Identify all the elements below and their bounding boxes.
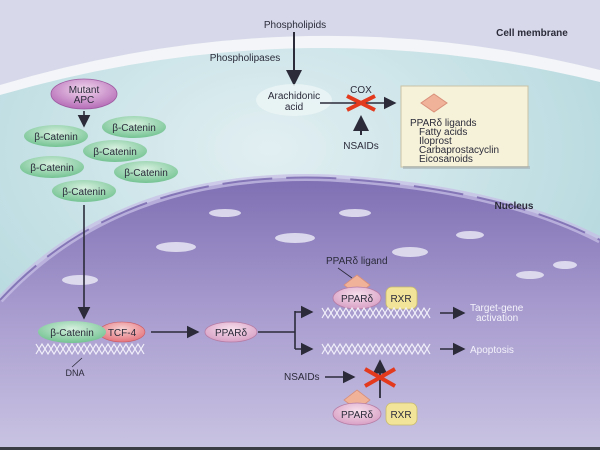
nsaids-label-nucleus: NSAIDs [284,372,320,383]
dna-strand [321,306,431,320]
beta-catenin-label: β-Catenin [30,163,74,174]
beta-catenin-label: β-Catenin [112,123,156,134]
dna-label: DNA [65,368,84,378]
phospholipids-label: Phospholipids [264,20,326,31]
ligand-box-title: PPARδ ligands [410,118,477,129]
beta-catenin-label: β-Catenin [34,132,78,143]
cox-inhibition-x-icon [346,94,376,112]
ppard-label: PPARδ [215,328,247,339]
dna-pointer-line [71,357,83,368]
dna-strand [321,342,431,356]
beta-catenin-cluster: β-Catenin β-Catenin β-Catenin β-Catenin … [20,116,178,202]
nucleus-label: Nucleus [495,201,534,212]
dna-helix [35,342,145,356]
arachidonic-acid-label-line1: Arachidonic [268,91,320,102]
beta-catenin-node [83,140,147,162]
complex-top-rxr-label: RXR [390,294,411,305]
ppard-ligand-pointer [337,267,353,279]
complex-bottom-ppard-node [332,402,382,426]
arachidonic-acid-glow [256,84,332,116]
apoptosis-label: Apoptosis [470,345,514,356]
beta-catenin-node [52,180,116,202]
dna-helix-target [321,306,431,320]
dna-helix-apoptosis [321,342,431,356]
ligand-box-shadow [403,166,530,169]
beta-catenin-label: β-Catenin [124,168,168,179]
nucleus-inhibition-x-icon [364,367,396,388]
ligand-item: Iloprost [419,136,452,147]
nsaids-label-top: NSAIDs [343,141,379,152]
ligand-item: Fatty acids [419,127,467,138]
nuclear-pores [0,176,600,301]
complex-top-rxr-node [385,286,418,310]
beta-catenin-node [114,161,178,183]
beta-catenin-node [24,125,88,147]
beta-catenin-label: β-Catenin [62,187,106,198]
target-gene-label-line2: activation [476,313,518,324]
ppard-node [204,321,258,343]
tcf4-label: TCF-4 [108,328,137,339]
dna-strand [35,342,145,356]
dna-strand [321,342,431,356]
ligand-diamond-icon [420,93,448,113]
complex-top-ppard-label: PPARδ [341,294,373,305]
dna-strand [321,306,431,320]
nucleus-beta-catenin-label: β-Catenin [50,328,94,339]
cox-label: COX [350,85,372,96]
dna-strand [35,342,145,356]
complex-bottom-rxr-node [385,402,418,426]
phospholipases-label: Phospholipases [210,53,281,64]
complex-bottom-ppard-label: PPARδ [341,410,373,421]
bottom-border [0,447,600,450]
complex-bottom-rxr-label: RXR [390,410,411,421]
ligand-item: Eicosanoids [419,154,473,165]
mutant-apc-node [50,78,118,110]
nucleus-beta-catenin-node [38,321,106,343]
beta-catenin-node [20,156,84,178]
mutant-apc-label-line2: APC [74,95,95,106]
cell-membrane-label: Cell membrane [496,28,568,39]
arachidonic-acid-label-line2: acid [285,102,303,113]
ppard-ligand-label: PPARδ ligand [326,256,388,267]
beta-catenin-label: β-Catenin [93,147,137,158]
nuclear-pore-holes [62,209,577,285]
mutant-apc-label-line1: Mutant [69,85,100,96]
target-gene-label-line1: Target-gene [470,303,524,314]
beta-catenin-node [102,116,166,138]
ppard-ligands-box [400,85,529,168]
ligand-item: Carbaprostacyclin [419,145,499,156]
